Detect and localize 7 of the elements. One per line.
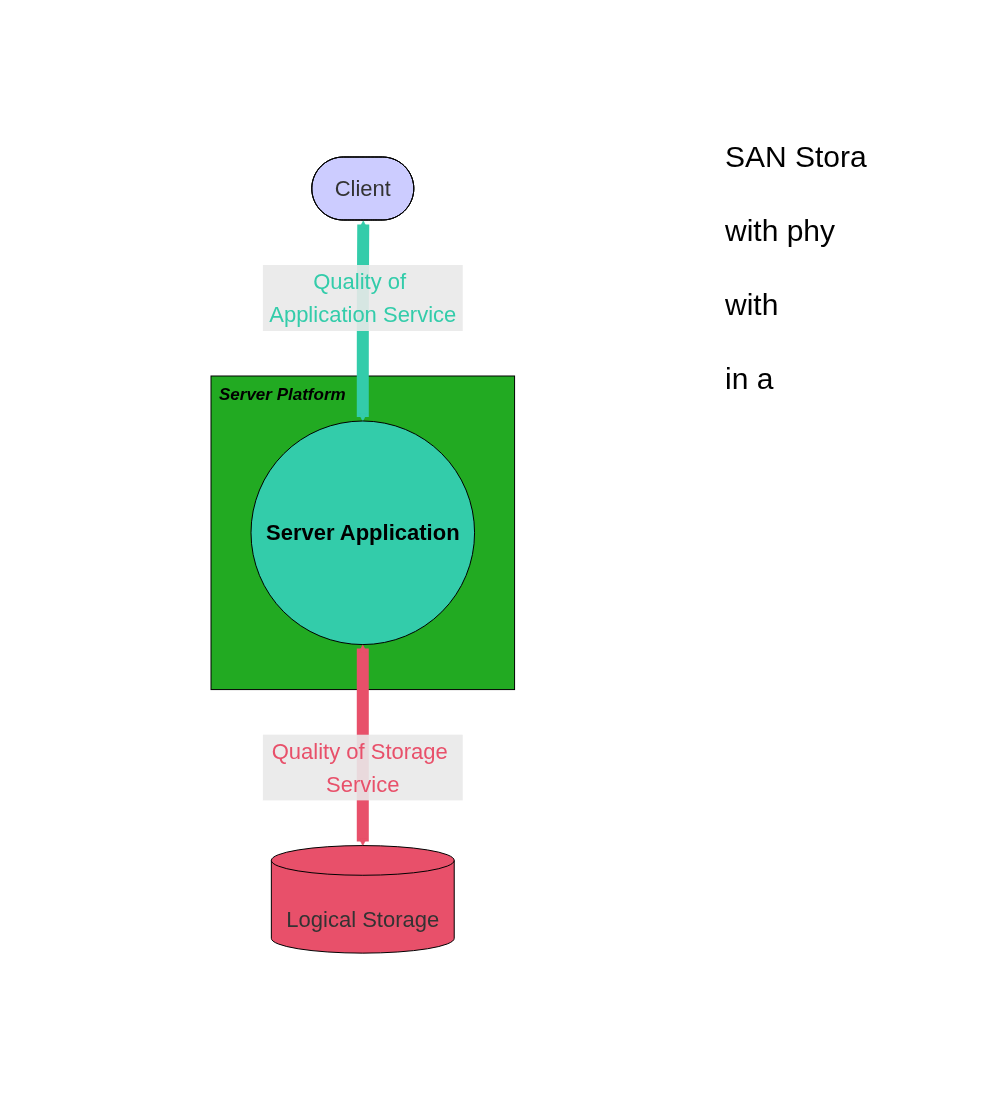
edge-label: Quality of Application Service	[268, 269, 457, 328]
note-text: in a	[725, 362, 775, 396]
note-text: with	[725, 288, 780, 322]
note-text: SAN Stora	[725, 140, 868, 174]
node-circle: Server Application	[250, 420, 475, 646]
edge-label: Quality of Storage Service	[271, 739, 448, 798]
note-text: with phy	[725, 214, 837, 248]
